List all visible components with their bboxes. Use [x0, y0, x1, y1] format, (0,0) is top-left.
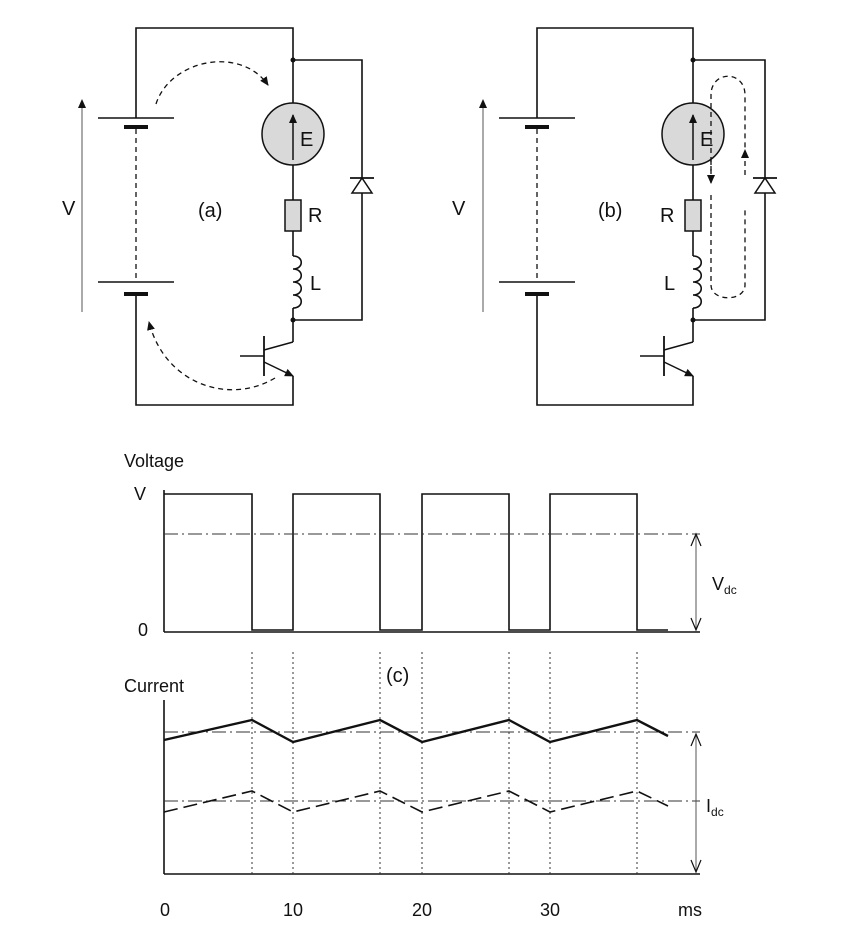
panel-label-a: (a)	[198, 200, 222, 222]
resistor-a	[284, 199, 302, 232]
voltage-label-b: V	[452, 198, 466, 220]
x-tick-30: 30	[540, 900, 560, 920]
wire-bottom-a	[135, 296, 294, 406]
battery-a	[98, 117, 174, 296]
motor-label-a: E	[300, 129, 313, 151]
motor-label-b: E	[700, 129, 713, 151]
wire-diode-branch-a	[293, 59, 363, 321]
inductor-a	[292, 255, 303, 309]
v-zero-label: 0	[138, 620, 148, 640]
transistor-a	[240, 336, 294, 377]
resistor-b	[684, 199, 702, 232]
wire-top-b	[536, 27, 694, 118]
motor-a: E	[261, 102, 325, 166]
switching-guides	[251, 652, 638, 874]
current-waveform-upper	[163, 718, 669, 744]
diode-b	[753, 176, 777, 194]
idc-arrow-bottom	[690, 859, 702, 874]
v-high-label: V	[134, 484, 146, 504]
x-tick-0: 0	[160, 900, 170, 920]
vdc-label: Vdc	[712, 574, 737, 597]
panel-label-c: (c)	[386, 665, 409, 687]
panel-label-b: (b)	[598, 200, 622, 222]
motor-b: E	[661, 102, 725, 166]
idc-label: Idc	[706, 796, 724, 819]
vdc-arrow-bottom	[690, 617, 702, 632]
inductor-label-b: L	[664, 273, 675, 295]
wire-diode-branch-b	[693, 59, 766, 321]
freewheel-loop-lower-b	[710, 195, 746, 299]
voltage-label-a: V	[62, 198, 76, 220]
resistor-label-b: R	[660, 205, 674, 227]
waveforms: Voltage V 0 Vdc (c) Current	[124, 451, 737, 920]
x-tick-10: 10	[283, 900, 303, 920]
x-unit-label: ms	[678, 900, 702, 920]
diode-a	[350, 176, 374, 194]
wire-bottom-b	[536, 296, 694, 406]
current-title: Current	[124, 676, 184, 696]
transistor-b	[640, 336, 694, 377]
wire-top-a	[135, 27, 294, 118]
battery-b	[499, 117, 575, 296]
junction-bottom-b	[690, 317, 696, 323]
inductor-label-a: L	[310, 273, 321, 295]
junction-bottom-a	[290, 317, 296, 323]
resistor-label-a: R	[308, 205, 322, 227]
inductor-b	[692, 255, 703, 309]
vdc-arrow-top	[690, 532, 702, 547]
voltage-title: Voltage	[124, 451, 184, 471]
current-path-bottom-a	[147, 321, 276, 391]
circuit-b: V E R L (b)	[452, 27, 777, 406]
junction-top-b	[690, 57, 696, 63]
circuit-a: V E R L (a)	[62, 27, 374, 406]
idc-arrow-top	[690, 732, 702, 747]
junction-top-a	[290, 57, 296, 63]
voltage-waveform	[164, 493, 668, 631]
freewheel-loop-b	[710, 75, 746, 180]
current-path-top-a	[155, 61, 269, 105]
current-waveform-lower	[163, 790, 669, 813]
x-tick-20: 20	[412, 900, 432, 920]
